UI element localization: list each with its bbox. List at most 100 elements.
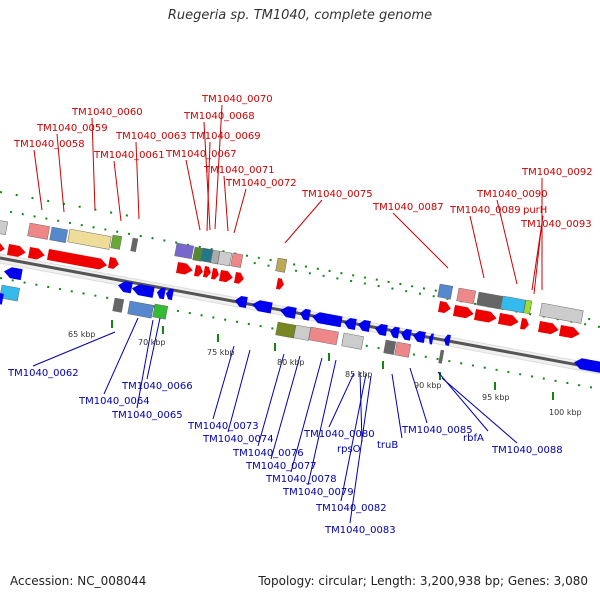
forward-gene-arrow[interactable] [193, 265, 204, 277]
reverse-gene-arrow[interactable] [389, 326, 400, 339]
forward-gene-label[interactable]: TM1040_0058 [13, 139, 85, 150]
reverse-gene-label[interactable]: TM1040_0077 [245, 461, 317, 472]
feature-block [341, 332, 364, 350]
reverse-gene-arrow[interactable] [343, 317, 357, 330]
reverse-gene-arrow[interactable] [131, 283, 155, 298]
forward-gene-arrow[interactable] [497, 313, 520, 327]
forward-gene-arrow[interactable] [275, 278, 285, 290]
reverse-gene-label[interactable]: rbfA [463, 433, 484, 444]
reverse-gene-arrow[interactable] [165, 288, 174, 301]
reverse-gene-label[interactable]: TM1040_0066 [121, 381, 193, 392]
tick-marks [0, 191, 600, 400]
forward-gene-arrow[interactable] [202, 266, 212, 278]
forward-gene-label[interactable]: TM1040_0089 [449, 205, 521, 216]
reverse-gene-arrow[interactable] [374, 323, 388, 336]
forward-gene-arrow[interactable] [218, 270, 234, 283]
feature-block [27, 222, 50, 240]
forward-gene-label[interactable]: TM1040_0092 [521, 167, 593, 178]
label-leader [113, 160, 122, 222]
reverse-gene-arrow[interactable] [400, 328, 412, 341]
forward-gene-arrow[interactable] [519, 318, 530, 330]
forward-gene-arrow[interactable] [473, 309, 498, 324]
forward-gene-arrow[interactable] [175, 262, 194, 276]
reverse-gene-label[interactable]: TM1040_0085 [401, 425, 473, 436]
reverse-gene-arrow[interactable] [299, 308, 311, 321]
forward-gene-labels[interactable]: TM1040_0060TM1040_0059TM1040_0058TM1040_… [13, 94, 593, 230]
feature-block [174, 242, 195, 260]
reverse-gene-label[interactable]: TM1040_0078 [265, 474, 337, 485]
feature-block [293, 324, 312, 341]
forward-gene-arrow[interactable] [107, 257, 120, 270]
forward-gene-label[interactable]: TM1040_0060 [71, 107, 143, 118]
reverse-gene-label[interactable]: TM1040_0076 [232, 448, 304, 459]
scale-label: 80 kbp [277, 358, 305, 367]
forward-gene-label[interactable]: TM1040_0071 [203, 165, 275, 176]
forward-gene-label[interactable]: TM1040_0075 [301, 189, 373, 200]
forward-gene-label[interactable]: purH [523, 205, 547, 216]
reverse-gene-label[interactable]: TM1040_0082 [315, 503, 387, 514]
forward-gene-label[interactable]: TM1040_0061 [93, 150, 165, 161]
scale-label: 85 kbp [345, 370, 373, 379]
forward-gene-label[interactable]: TM1040_0093 [520, 219, 592, 230]
forward-gene-label[interactable]: TM1040_0087 [372, 202, 444, 213]
reverse-gene-arrow[interactable] [234, 295, 248, 308]
reverse-gene-arrow[interactable] [311, 311, 343, 328]
label-leader [409, 367, 428, 424]
reverse-gene-arrow[interactable] [3, 266, 23, 281]
forward-gene-arrow[interactable] [0, 241, 6, 254]
forward-gene-arrow[interactable] [452, 305, 475, 319]
label-leaders [32, 104, 544, 524]
forward-gene-label[interactable]: TM1040_0069 [189, 131, 261, 142]
reverse-gene-arrow[interactable] [0, 292, 4, 305]
reverse-gene-arrow[interactable] [117, 280, 133, 294]
reverse-gene-arrow[interactable] [573, 357, 600, 374]
forward-gene-arrow[interactable] [6, 244, 27, 258]
reverse-gene-label[interactable]: TM1040_0074 [202, 434, 274, 445]
forward-gene-label[interactable]: TM1040_0063 [115, 131, 187, 142]
forward-gene-arrow[interactable] [537, 321, 560, 335]
reverse-gene-label[interactable]: TM1040_0062 [7, 368, 79, 379]
reverse-gene-label[interactable]: TM1040_0080 [303, 429, 375, 440]
label-leader [233, 188, 247, 234]
forward-gene-label[interactable]: TM1040_0070 [201, 94, 273, 105]
backbone-line [0, 256, 600, 371]
label-leader [392, 212, 449, 269]
feature-block [0, 218, 9, 235]
reverse-gene-label[interactable]: TM1040_0065 [111, 410, 183, 421]
reverse-gene-arrow[interactable] [412, 330, 426, 343]
reverse-gene-label[interactable]: truB [377, 440, 398, 451]
reverse-gene-arrow[interactable] [443, 334, 451, 346]
reverse-gene-label[interactable]: TM1040_0064 [78, 396, 150, 407]
reverse-gene-arrow[interactable] [156, 287, 166, 300]
reverse-gene-label[interactable]: TM1040_0079 [282, 487, 354, 498]
forward-gene-arrow[interactable] [558, 325, 581, 339]
forward-gene-arrow[interactable] [210, 268, 220, 280]
forward-gene-arrow[interactable] [27, 247, 46, 261]
forward-gene-label[interactable]: TM1040_0068 [183, 111, 255, 122]
forward-gene-arrow[interactable] [233, 272, 245, 284]
reverse-gene-label[interactable]: TM1040_0073 [187, 421, 259, 432]
reverse-gene-label[interactable]: rpsO [337, 444, 361, 455]
forward-gene-arrow[interactable] [46, 249, 108, 271]
forward-gene-label[interactable]: TM1040_0067 [165, 149, 237, 160]
reverse-gene-label[interactable]: TM1040_0088 [491, 445, 563, 456]
reverse-gene-arrow[interactable] [251, 299, 273, 314]
forward-gene-label[interactable]: TM1040_0090 [476, 189, 548, 200]
reverse-gene-label[interactable]: TM1040_0083 [324, 525, 396, 536]
forward-gene-label[interactable]: TM1040_0059 [36, 123, 108, 134]
label-leader [531, 215, 544, 291]
feature-block [217, 250, 233, 267]
label-leader [441, 377, 518, 444]
forward-gene-label[interactable]: TM1040_0072 [225, 178, 297, 189]
feature-block [476, 291, 503, 310]
reverse-gene-arrow[interactable] [428, 333, 434, 345]
reverse-gene-arrow[interactable] [357, 319, 371, 332]
label-leader [533, 229, 542, 295]
scale-label: 100 kbp [549, 408, 582, 417]
forward-gene-arrow[interactable] [437, 301, 452, 314]
feature-block [112, 297, 125, 313]
gene-arrows[interactable] [0, 241, 600, 374]
reverse-gene-arrow[interactable] [279, 305, 297, 319]
